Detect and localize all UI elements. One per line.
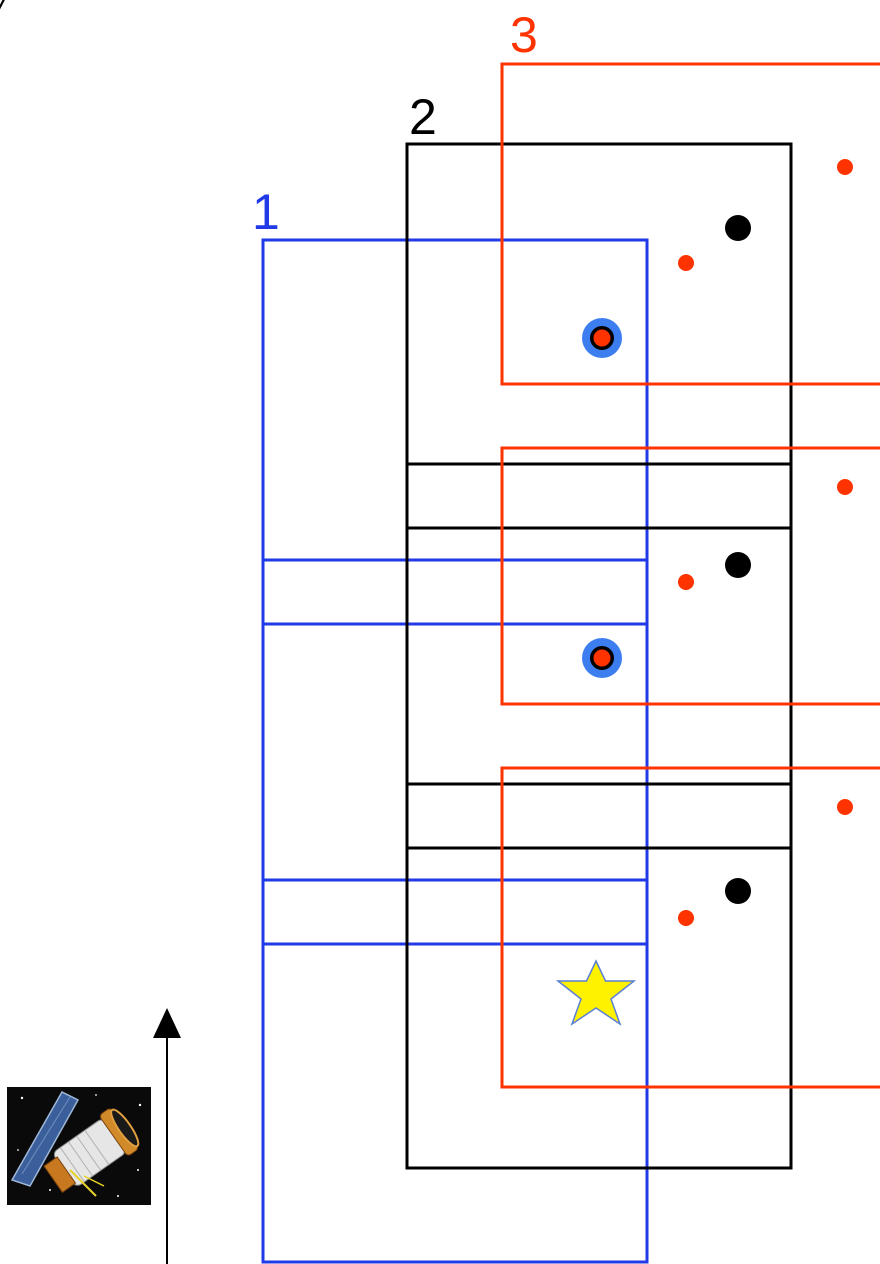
star-icon (558, 961, 634, 1024)
label-group-1: 1 (252, 184, 280, 240)
blue-frame-b (263, 560, 647, 944)
red-dot (678, 255, 694, 271)
red-dot (837, 159, 853, 175)
black-dot (725, 552, 751, 578)
red-frame-c (502, 768, 880, 1087)
red-frames (502, 64, 880, 1087)
label-group-3: 3 (510, 7, 538, 63)
red-dot (837, 479, 853, 495)
target-marker (582, 318, 622, 358)
red-dot (678, 910, 694, 926)
red-dot (678, 574, 694, 590)
blue-frame-c (263, 880, 647, 1262)
space-telescope-icon (7, 1087, 151, 1205)
red-frame-a (502, 64, 880, 384)
up-arrow-icon (153, 1008, 181, 1264)
black-dot (725, 215, 751, 241)
black-dots (725, 215, 751, 904)
corner-mark: / (0, 0, 15, 22)
blue-frame-a (263, 240, 647, 624)
label-group-2: 2 (409, 89, 437, 145)
red-dot (837, 799, 853, 815)
blue-frames (263, 240, 647, 1262)
target-marker (582, 638, 622, 678)
red-dots (678, 159, 853, 926)
black-dot (725, 878, 751, 904)
